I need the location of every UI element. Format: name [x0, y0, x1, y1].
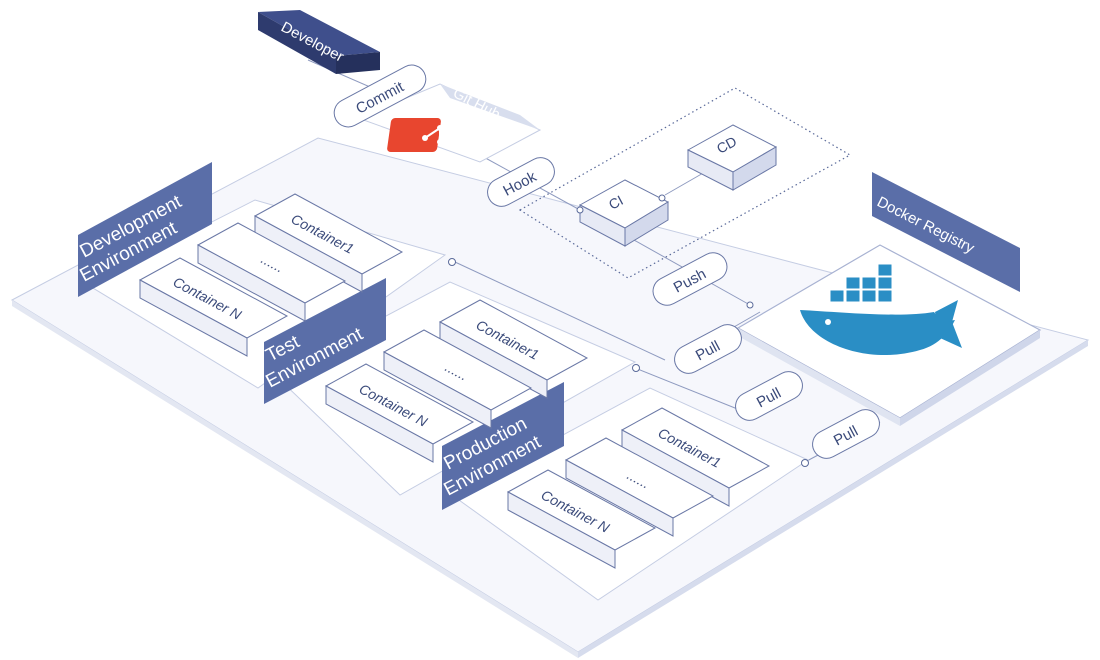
dev-container-dots: ...... — [196, 222, 347, 322]
prod-container-dots: ...... — [564, 437, 715, 537]
pull-pill-3: Pull — [812, 409, 880, 459]
cd-box: CD — [686, 124, 778, 191]
registry-platform-edge-r — [900, 330, 1040, 426]
developer-box: Developer — [258, 10, 380, 74]
pull-pill-1: Pull — [674, 324, 742, 374]
prod-container-n: Container N — [506, 469, 657, 569]
test-container-dots: ...... — [382, 329, 533, 429]
junction-dots — [448, 194, 809, 467]
registry-platform-edge — [738, 328, 900, 426]
ci-box: CI — [578, 179, 670, 247]
docker-whale-icon — [800, 263, 962, 356]
base-platform-edge-right — [578, 340, 1088, 658]
github-box: Git Hub — [356, 83, 542, 163]
test-container-1: Container1 — [438, 299, 589, 399]
git-branch-icon — [387, 118, 443, 152]
dev-container-1: Container1 — [253, 193, 404, 293]
ci-label: CI — [606, 192, 626, 213]
pull-pill-2: Pull — [735, 371, 803, 421]
base-platform-edge — [12, 300, 578, 658]
